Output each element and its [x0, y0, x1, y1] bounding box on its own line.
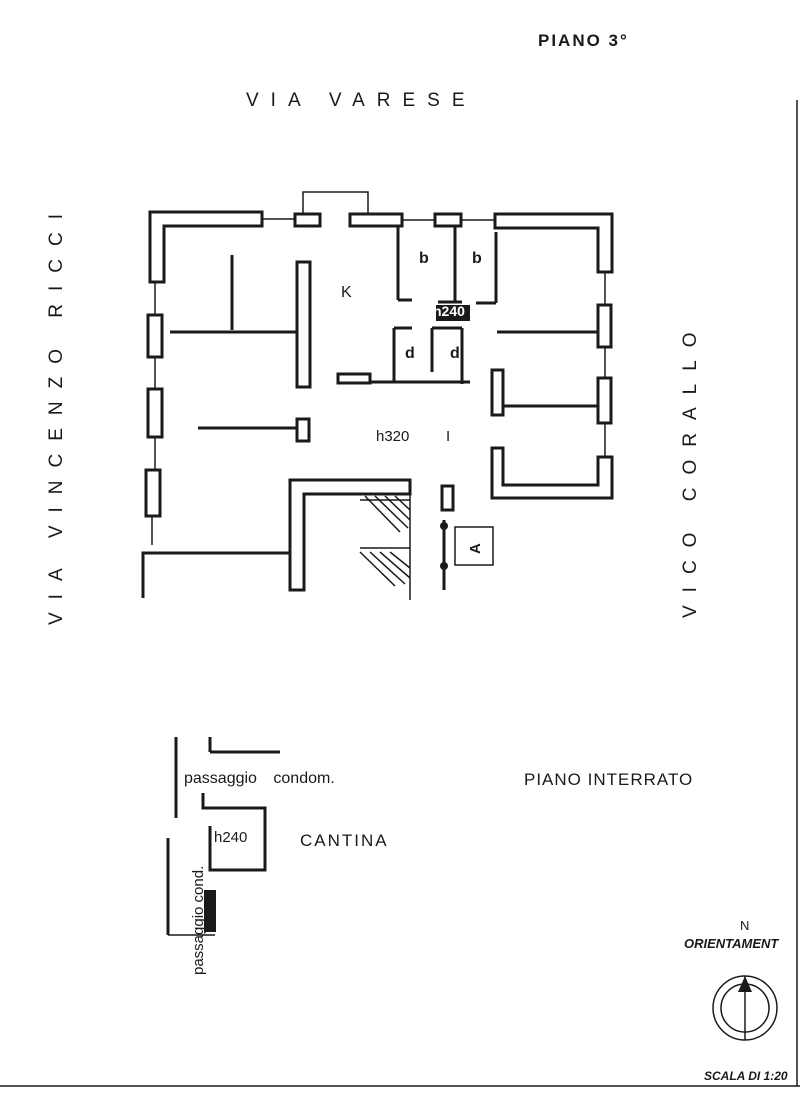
marker-i-label: I — [446, 428, 451, 445]
basement-passage-vertical: passaggio cond. — [190, 865, 207, 975]
window-top-3 — [433, 212, 463, 228]
window-right-1 — [596, 303, 613, 349]
room-bath-2-label: b — [472, 250, 482, 267]
wall-spine — [295, 260, 312, 389]
wall-top-right — [493, 212, 614, 274]
wall-stub — [295, 417, 311, 443]
orientation-label: ORIENTAMENT — [684, 936, 779, 951]
door-hinge-1 — [440, 522, 448, 530]
partition-mark — [436, 305, 470, 321]
window-left-1 — [146, 313, 164, 359]
stair-steps-1 — [364, 495, 411, 533]
scale-label: SCALA DI 1:20 — [704, 1069, 788, 1083]
wall-stairwell — [288, 478, 412, 592]
street-right-label: VICO CORALLO — [680, 319, 701, 618]
room-closet-2-label: d — [450, 345, 460, 362]
basement-passage-label: passaggio condom. — [184, 770, 335, 787]
wall-top-left — [148, 210, 264, 284]
stair-steps-2 — [359, 551, 411, 587]
wall-right-room-b — [490, 368, 505, 417]
room-closet-1-label: d — [405, 345, 415, 362]
wall-bottom-right — [490, 446, 614, 500]
window-top-1 — [293, 212, 322, 228]
cellar-height-label: h240 — [214, 829, 248, 846]
wall-closet-stub — [336, 372, 372, 385]
door-frame-a — [440, 484, 455, 512]
basement-title: PIANO INTERRATO — [524, 770, 694, 789]
street-top-label: VIA VARESE — [246, 90, 477, 111]
passage-door-mark — [204, 890, 216, 932]
room-kitchen-label: K — [341, 284, 352, 301]
door-hinge-2 — [440, 562, 448, 570]
floor-label: PIANO 3° — [538, 31, 629, 50]
height-label-small: h240 — [433, 303, 465, 319]
room-bath-1-label: b — [419, 250, 429, 267]
marker-a-box — [454, 526, 494, 566]
window-top-2 — [348, 212, 404, 228]
north-label: N — [740, 918, 750, 933]
street-left-label: VIA VINCENZO RICCI — [46, 200, 67, 625]
window-left-2 — [146, 387, 164, 439]
cellar-label: CANTINA — [300, 831, 389, 850]
window-right-2 — [596, 376, 613, 425]
height-label-main: h320 — [376, 428, 410, 445]
bay-outline — [302, 191, 369, 214]
left-wall-bottom — [141, 551, 290, 598]
window-left-3 — [144, 468, 162, 518]
marker-a-label: A — [467, 543, 484, 554]
cellar-outline — [201, 793, 267, 872]
